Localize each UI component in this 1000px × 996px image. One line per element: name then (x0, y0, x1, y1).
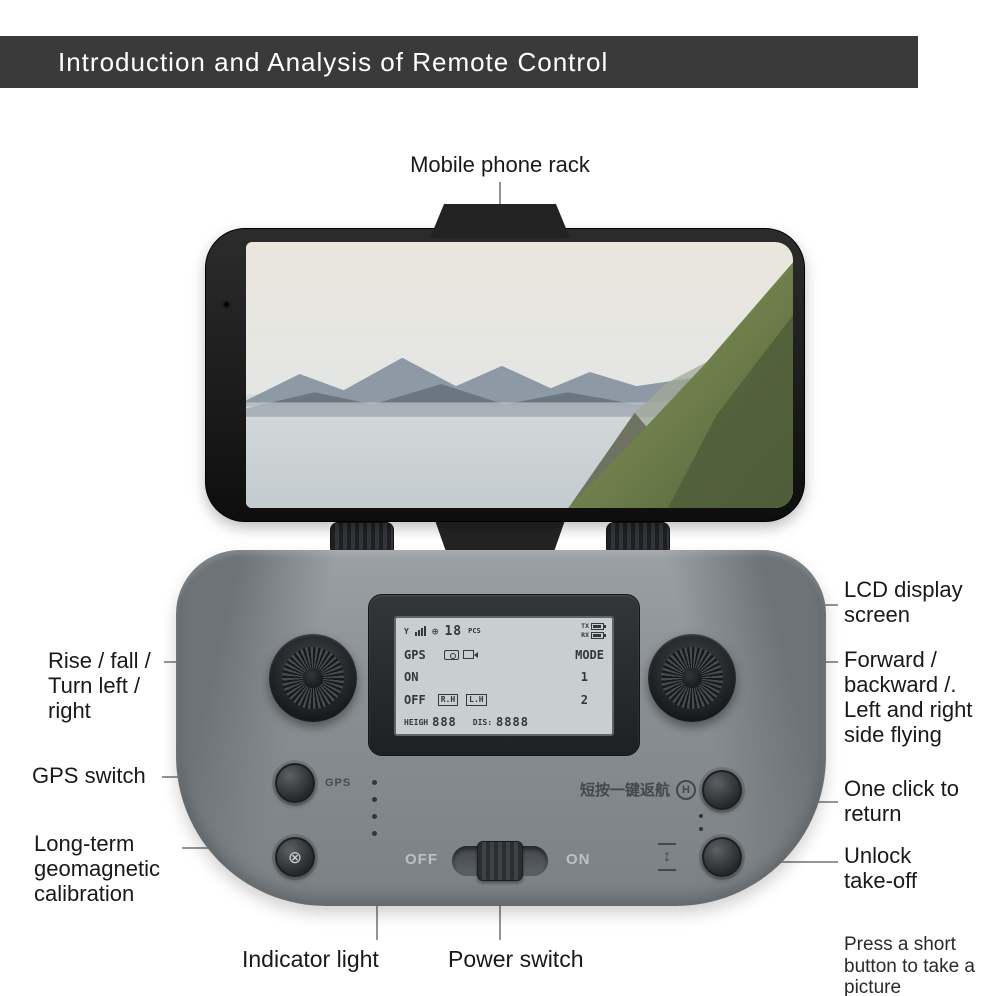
lcd-distance-value: 8888 (496, 715, 529, 729)
lcd-gps-label: GPS (404, 647, 426, 662)
callout-line-unlock (744, 861, 838, 863)
lcd-mode-label: MODE (575, 647, 604, 662)
indicator-light-dot (372, 831, 377, 836)
video-icon (462, 650, 478, 659)
lcd-off-label: OFF (404, 692, 426, 707)
lcd-mode-1: 1 (580, 670, 588, 684)
label-one-click-return: One click to return (844, 776, 959, 827)
lcd-mode-2: 2 (580, 692, 588, 707)
lcd-rh-box: R.H (437, 693, 459, 706)
signal-icon: Y (404, 626, 409, 636)
label-mobile-phone-rack: Mobile phone rack (410, 152, 590, 177)
return-home-button[interactable] (702, 770, 742, 810)
rx-label: RX (581, 631, 589, 640)
lcd-gps-row: GPS MODE (404, 648, 604, 662)
satellite-count: 18 (444, 623, 463, 639)
phone-clamp-top (430, 204, 570, 238)
return-home-text: 短按一键返航 (579, 782, 670, 799)
callout-line-power (499, 886, 501, 940)
calibration-icon: ⊗ (287, 847, 303, 867)
lcd-on-row: ON 1 (404, 670, 604, 684)
return-home-icon: H (676, 779, 696, 800)
lcd-on-label: ON (404, 670, 419, 684)
label-unlock-take-off: Unlock take-off (844, 843, 917, 894)
unlock-takeoff-button[interactable] (702, 837, 742, 877)
lcd-off-row: OFF R.H L.H 2 (404, 693, 604, 707)
camera-icon (443, 649, 459, 660)
calibration-button[interactable]: ⊗ (275, 837, 315, 877)
right-indicator-dot (699, 827, 703, 831)
left-joystick[interactable] (269, 634, 357, 722)
label-forward-backward: Forward / backward /. Left and right sid… (844, 647, 973, 748)
lcd-telemetry-row: HEIGH 888 DIS: 8888 (404, 715, 604, 729)
page-title: Introduction and Analysis of Remote Cont… (58, 47, 609, 77)
lcd-status-row: Y ⊕ 18 PCS TX RX (404, 622, 606, 640)
tx-battery-icon (591, 623, 606, 630)
indicator-light-dot (372, 797, 377, 802)
indicator-light-dot (372, 780, 377, 785)
takeoff-icon: ↕ (658, 843, 676, 871)
landscape-photo (246, 242, 793, 508)
lcd-distance-label: DIS: (472, 717, 493, 727)
label-long-term-calibration: Long-term geomagnetic calibration (34, 831, 160, 907)
lcd-display-screen: Y ⊕ 18 PCS TX RX GPS MODE ON 1 OFF R.H L… (394, 616, 614, 736)
gps-button-label: GPS (325, 777, 352, 789)
label-rise-fall-turn: Rise / fall / Turn left / right (48, 648, 151, 724)
lcd-height-value: 888 (432, 715, 457, 729)
right-indicator-dot (699, 814, 703, 818)
page-title-bar: Introduction and Analysis of Remote Cont… (0, 36, 918, 88)
lcd-lh-box: L.H (466, 693, 487, 706)
lcd-height-label: HEIGH (404, 717, 429, 727)
power-on-engraving: ON (566, 851, 591, 868)
power-switch-knob[interactable] (477, 841, 523, 881)
tx-label: TX (581, 622, 589, 631)
callout-line-mobile-rack (499, 182, 501, 206)
phone-camera-icon (222, 300, 231, 309)
globe-icon: ⊕ (431, 624, 439, 638)
right-joystick[interactable] (648, 634, 736, 722)
label-lcd-display-screen: LCD display screen (844, 577, 963, 628)
phone-screen (246, 242, 793, 508)
rx-battery-icon (591, 632, 606, 639)
right-joystick-cap (682, 668, 702, 688)
label-gps-switch: GPS switch (32, 763, 146, 788)
return-home-engraving: 短按一键返航 H (540, 779, 696, 800)
label-indicator-light: Indicator light (242, 946, 379, 972)
battery-block: TX RX (581, 622, 606, 640)
left-joystick-cap (303, 668, 323, 688)
indicator-light-dot (372, 814, 377, 819)
power-off-engraving: OFF (405, 851, 438, 868)
label-press-short-button: Press a short button to take a picture (844, 934, 975, 996)
pcs-unit: PCS (468, 627, 481, 635)
label-power-switch: Power switch (448, 946, 584, 972)
gps-switch-button[interactable] (275, 763, 315, 803)
signal-bars-icon (414, 626, 426, 636)
